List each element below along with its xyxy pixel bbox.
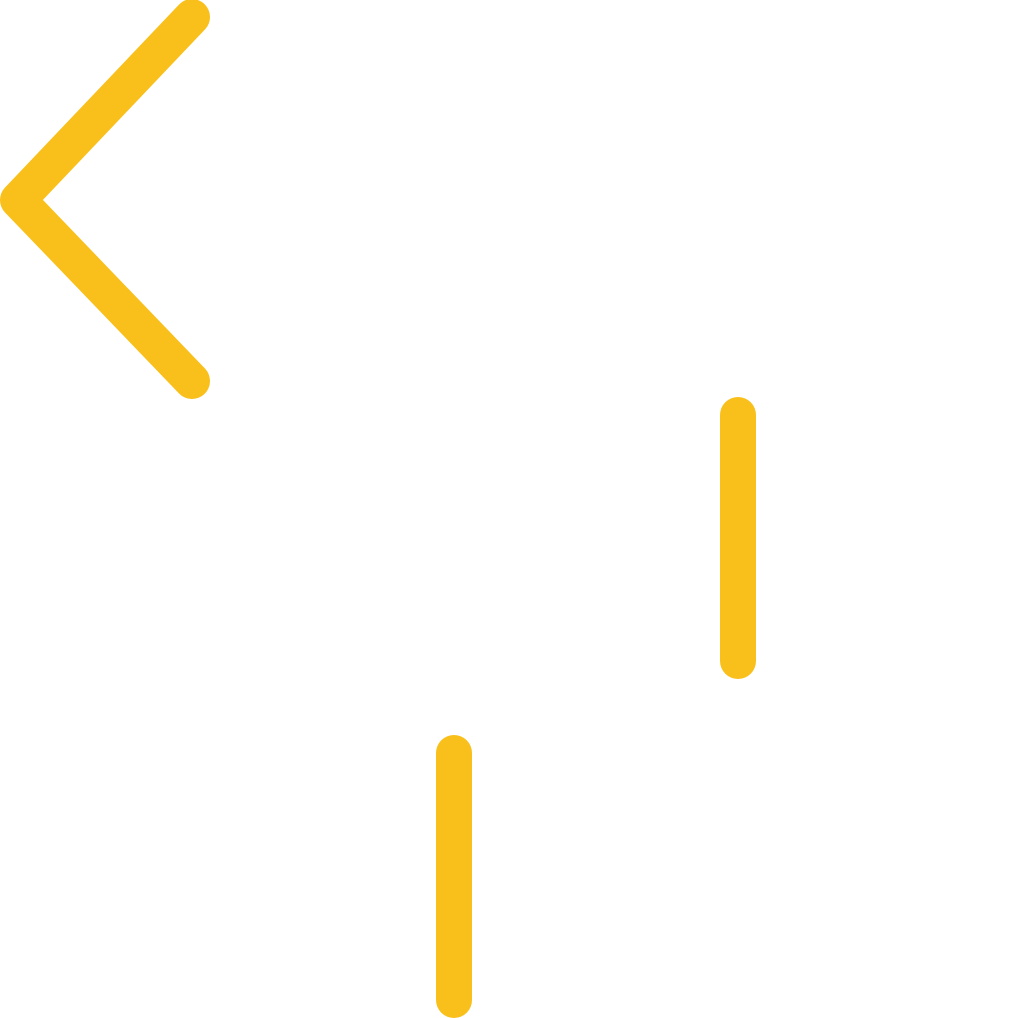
- chevron-left-icon[interactable]: [0, 0, 210, 399]
